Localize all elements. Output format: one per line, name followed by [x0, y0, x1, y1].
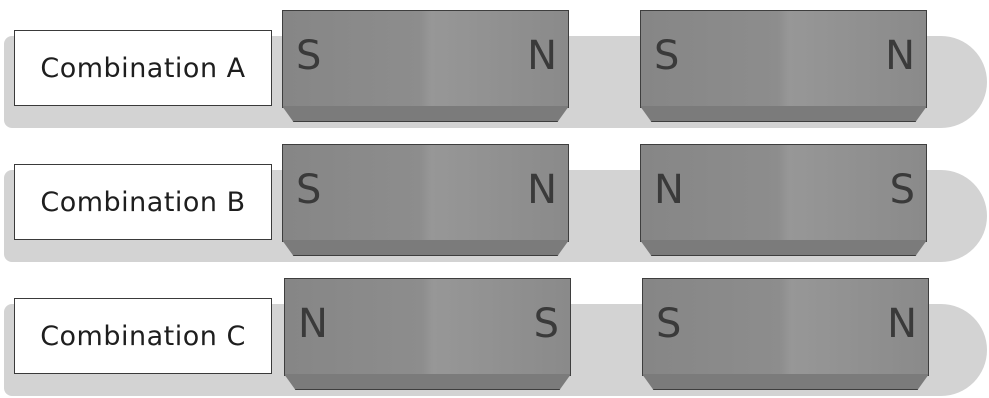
magnet-pole-left: S [656, 304, 681, 344]
magnet-base [642, 374, 929, 390]
bar-magnet: N S [284, 278, 571, 394]
magnet-base [282, 106, 569, 122]
magnet-pole-left: S [296, 36, 321, 76]
bar-magnet: S N [642, 278, 929, 394]
magnet-body [282, 10, 569, 108]
bar-magnet: N S [640, 144, 927, 260]
combination-row-c: Combination C N S S N [0, 278, 989, 398]
combination-row-a: Combination A S N S N [0, 10, 989, 130]
magnet-pole-right: N [527, 36, 557, 76]
magnet-pole-right: N [527, 170, 557, 210]
magnet-pole-left: N [298, 304, 328, 344]
combination-row-b: Combination B S N N S [0, 144, 989, 264]
combination-label: Combination C [40, 321, 246, 352]
magnet-pole-left: S [654, 36, 679, 76]
combination-label: Combination A [40, 53, 245, 84]
combination-label-box: Combination B [14, 164, 272, 240]
combination-label: Combination B [40, 187, 245, 218]
magnet-pole-left: S [296, 170, 321, 210]
magnet-base [640, 240, 927, 256]
magnet-pole-right: S [890, 170, 915, 210]
bar-magnet: S N [640, 10, 927, 126]
magnet-pole-left: N [654, 170, 684, 210]
magnet-body [282, 144, 569, 242]
magnet-pole-right: N [887, 304, 917, 344]
magnet-body [640, 10, 927, 108]
combination-label-box: Combination A [14, 30, 272, 106]
magnet-body [642, 278, 929, 376]
magnet-base [282, 240, 569, 256]
magnet-pole-right: S [534, 304, 559, 344]
magnet-base [284, 374, 571, 390]
bar-magnet: S N [282, 144, 569, 260]
magnet-pole-right: N [885, 36, 915, 76]
magnet-base [640, 106, 927, 122]
bar-magnet: S N [282, 10, 569, 126]
combination-label-box: Combination C [14, 298, 272, 374]
